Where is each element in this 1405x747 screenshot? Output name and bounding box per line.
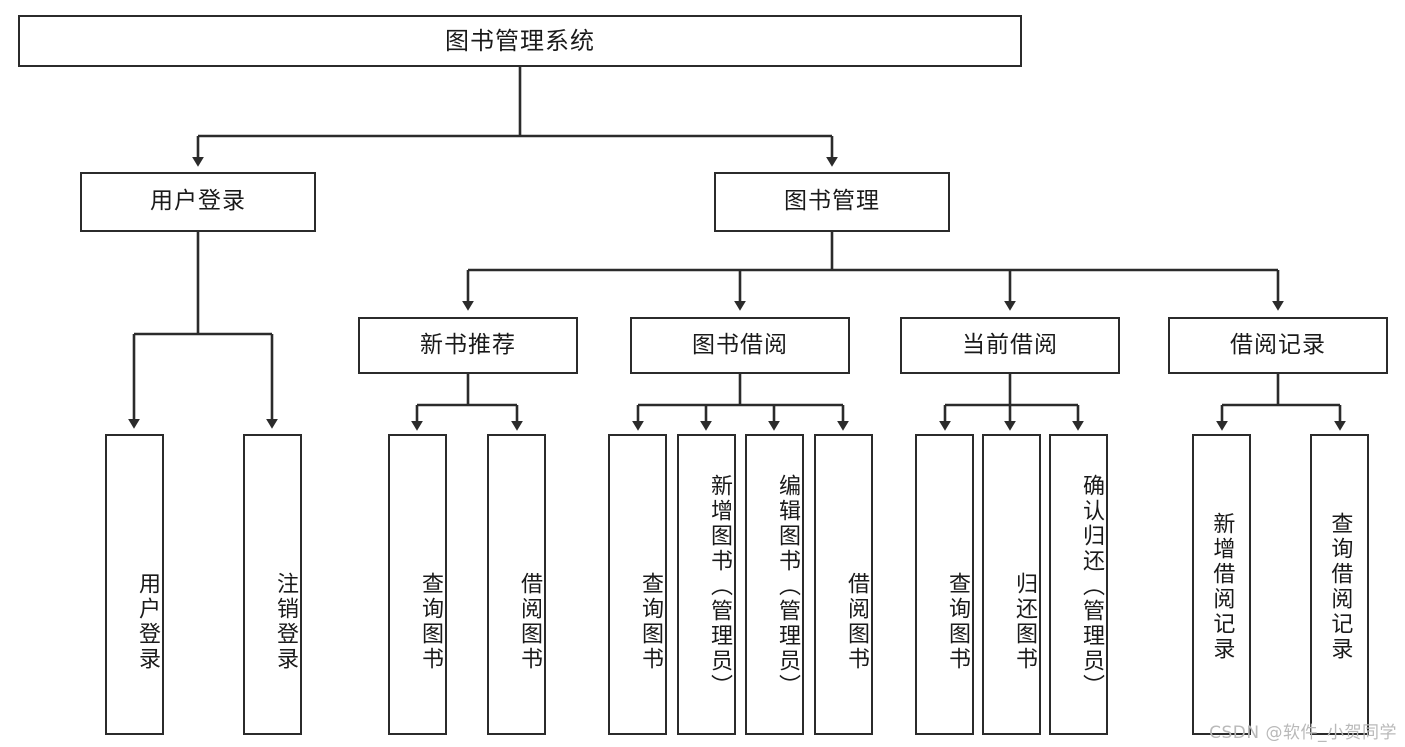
leaf-borrow-record-add[interactable]: 新增借阅记录: [1192, 434, 1251, 735]
leaf-new-book-borrow[interactable]: 借阅图书: [487, 434, 546, 735]
node-label: 图书管理: [784, 188, 880, 215]
node-current-borrow[interactable]: 当前借阅: [900, 317, 1120, 374]
leaf-new-book-query[interactable]: 查询图书: [388, 434, 447, 735]
leaf-current-borrow-confirm[interactable]: 确认归还（管理员）: [1049, 434, 1108, 735]
leaf-book-borrow-edit[interactable]: 编辑图书（管理员）: [745, 434, 804, 735]
watermark-text: CSDN @软件_小贺同学: [1209, 723, 1397, 743]
leaf-current-borrow-query[interactable]: 查询图书: [915, 434, 974, 735]
node-label: 图书管理系统: [445, 26, 595, 55]
node-label: 用户登录: [135, 571, 160, 672]
node-label: 确认归还（管理员）: [1079, 474, 1104, 699]
node-label: 查询图书: [638, 571, 663, 672]
node-new-book-recommend[interactable]: 新书推荐: [358, 317, 578, 374]
node-user-login[interactable]: 用户登录: [80, 172, 316, 232]
leaf-borrow-record-query[interactable]: 查询借阅记录: [1310, 434, 1369, 735]
node-label: 借阅图书: [517, 571, 542, 672]
leaf-user-login-login[interactable]: 用户登录: [105, 434, 164, 735]
node-label: 用户登录: [150, 188, 246, 215]
node-label: 当前借阅: [962, 331, 1058, 358]
leaf-book-borrow-add[interactable]: 新增图书（管理员）: [677, 434, 736, 735]
node-book-management[interactable]: 图书管理: [714, 172, 950, 232]
leaf-book-borrow-lend[interactable]: 借阅图书: [814, 434, 873, 735]
node-label: 编辑图书（管理员）: [775, 474, 800, 699]
node-borrow-record[interactable]: 借阅记录: [1168, 317, 1388, 374]
node-label: 查询图书: [418, 571, 443, 672]
node-label: 借阅图书: [844, 571, 869, 672]
node-label: 注销登录: [273, 571, 298, 672]
leaf-user-login-logout[interactable]: 注销登录: [243, 434, 302, 735]
node-label: 新书推荐: [420, 331, 516, 358]
leaf-current-borrow-return[interactable]: 归还图书: [982, 434, 1041, 735]
node-label: 新增图书（管理员）: [707, 474, 732, 699]
node-label: 新增借阅记录: [1209, 511, 1235, 662]
node-label: 查询图书: [945, 571, 970, 672]
node-book-borrow[interactable]: 图书借阅: [630, 317, 850, 374]
node-label: 图书借阅: [692, 331, 788, 358]
node-label: 查询借阅记录: [1327, 511, 1353, 662]
node-label: 借阅记录: [1230, 331, 1326, 358]
node-label: 归还图书: [1012, 571, 1037, 672]
node-root-system[interactable]: 图书管理系统: [18, 15, 1022, 67]
leaf-book-borrow-query[interactable]: 查询图书: [608, 434, 667, 735]
